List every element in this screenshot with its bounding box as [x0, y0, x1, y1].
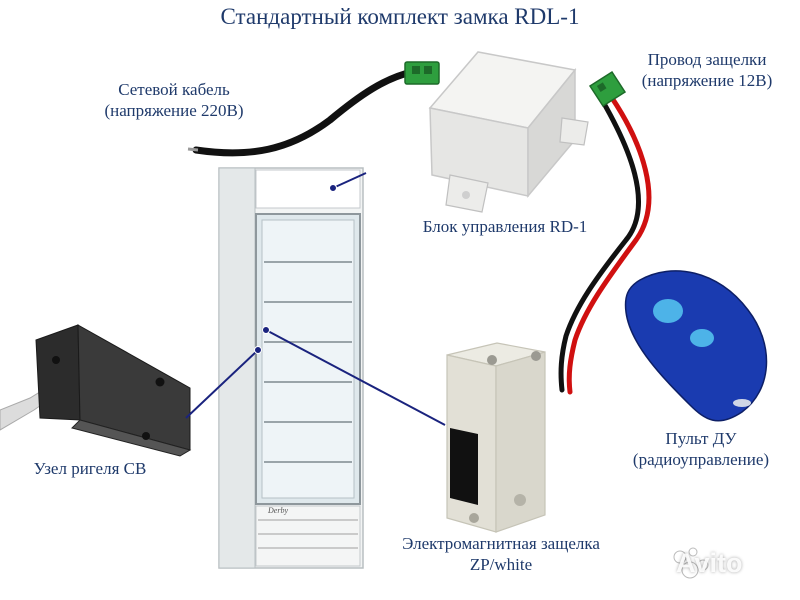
- control-unit-box: [428, 51, 589, 213]
- bolt-unit-bracket: [0, 324, 192, 457]
- latch-wire: [558, 70, 652, 395]
- leader-lines: [185, 172, 446, 426]
- network-cable: [187, 61, 440, 157]
- bolt-unit-label: Узел ригеля СВ: [33, 459, 147, 478]
- latch-wire-label: Провод защелки (напряжение 12В): [616, 49, 798, 91]
- latch-label-line2: ZP/white: [469, 555, 533, 574]
- latch-label: Электромагнитная защелка ZP/white: [364, 533, 638, 575]
- network-cable-label-line1: Сетевой кабель: [118, 80, 230, 99]
- refrigerator: Derby: [218, 167, 364, 569]
- avito-logo-icon: [673, 547, 709, 579]
- latch-wire-label-line1: Провод защелки: [647, 50, 767, 69]
- remote-label-line2: (радиоуправление): [632, 450, 770, 469]
- avito-watermark: Avito: [676, 548, 743, 578]
- remote-control: [624, 270, 768, 422]
- latch-wire-connector: [588, 70, 627, 108]
- diagram-title: Стандартный комплект замка RDL-1: [220, 4, 580, 29]
- remote-label: Пульт ДУ (радиоуправление): [608, 428, 794, 470]
- network-cable-connector: [404, 61, 440, 85]
- latch-label-line1: Электромагнитная защелка: [402, 534, 600, 553]
- network-cable-label: Сетевой кабель (напряжение 220В): [84, 79, 264, 121]
- electromagnetic-latch: [446, 342, 546, 533]
- control-unit-label: Блок управления RD-1: [422, 217, 588, 236]
- remote-label-line1: Пульт ДУ: [665, 429, 737, 448]
- fridge-brand-text: Derby: [267, 506, 288, 515]
- network-cable-label-line2: (напряжение 220В): [104, 101, 244, 120]
- latch-wire-label-line2: (напряжение 12В): [641, 71, 773, 90]
